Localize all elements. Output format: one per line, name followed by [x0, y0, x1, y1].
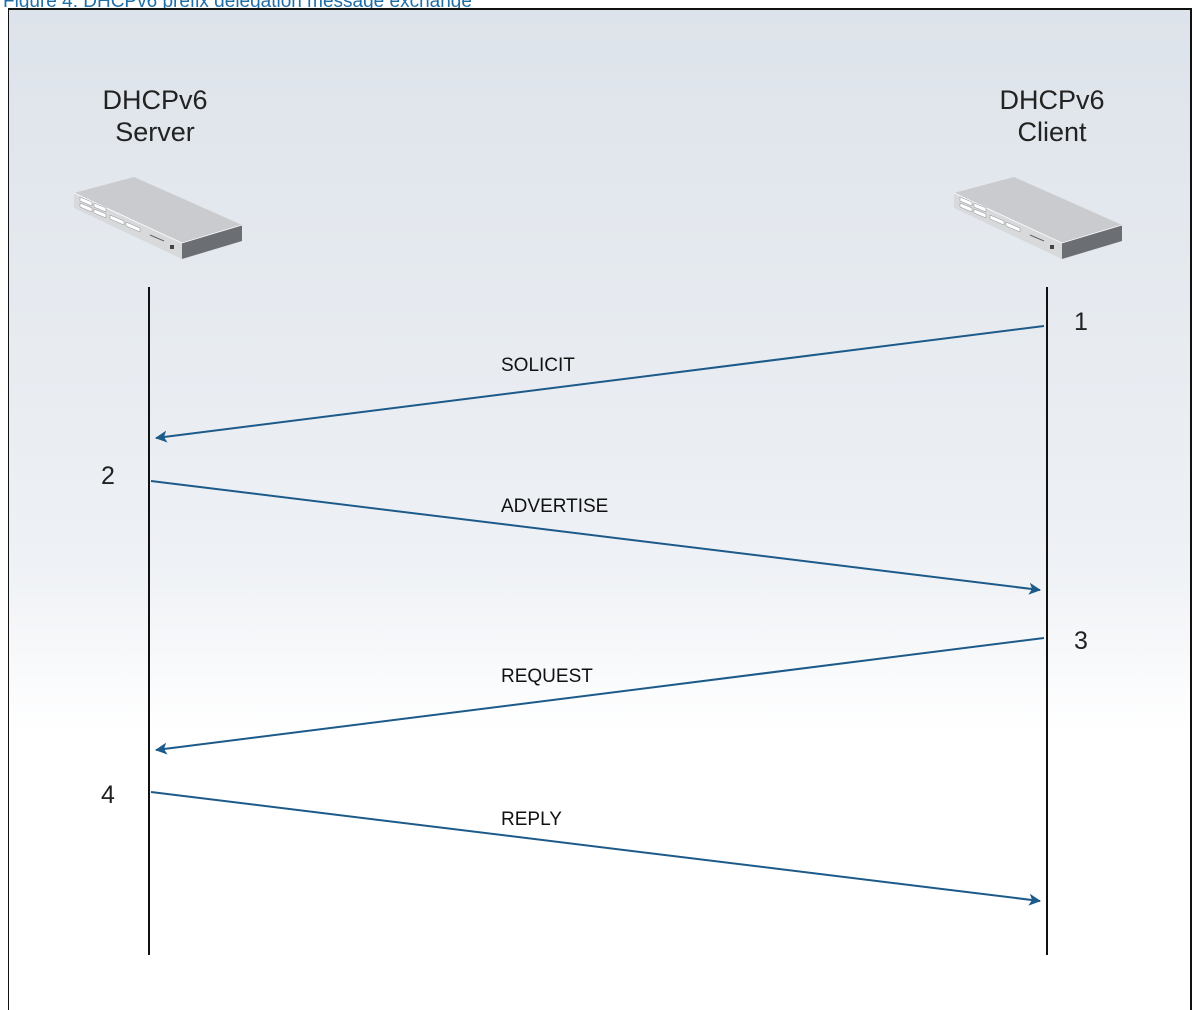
- solicit-label: SOLICIT: [501, 355, 575, 376]
- diagram-background: [9, 10, 1190, 1010]
- advertise-arrow: [150, 480, 1041, 595]
- step-number-1: 1: [1074, 308, 1088, 336]
- client-label-line2: Client: [1017, 117, 1087, 147]
- sequence-diagram: DHCPv6 Server DHCPv6 Client SOLICIT 1 AD…: [9, 10, 1190, 1010]
- step-number-4: 4: [101, 781, 115, 809]
- advertise-label: ADVERTISE: [501, 496, 608, 517]
- diagram-frame: DHCPv6 Server DHCPv6 Client SOLICIT 1 AD…: [8, 8, 1192, 1010]
- request-arrow: [155, 637, 1045, 755]
- solicit-arrow: [155, 325, 1045, 443]
- step-number-2: 2: [101, 462, 115, 490]
- client-label-line1: DHCPv6: [999, 85, 1104, 115]
- request-label: REQUEST: [501, 666, 593, 687]
- server-label-line1: DHCPv6: [102, 85, 207, 115]
- reply-arrow: [150, 791, 1041, 906]
- step-number-3: 3: [1074, 627, 1088, 655]
- reply-label: REPLY: [501, 809, 562, 830]
- server-label-line2: Server: [115, 117, 195, 147]
